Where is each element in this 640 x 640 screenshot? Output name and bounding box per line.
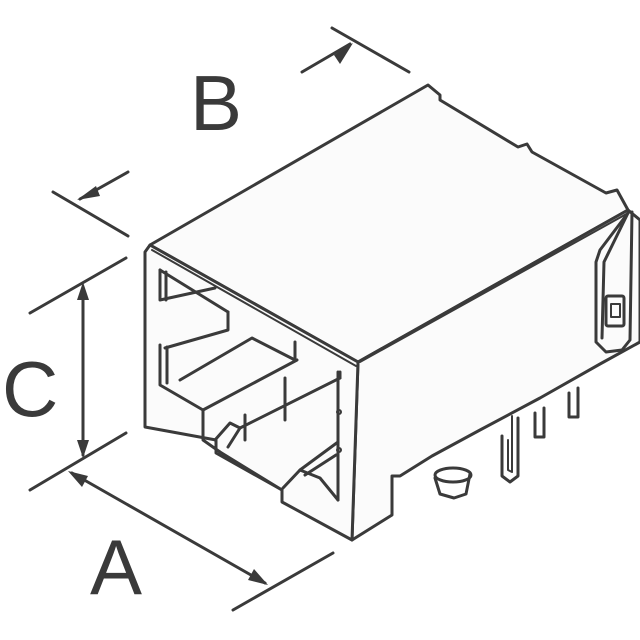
arrow-down-icon <box>77 440 89 458</box>
arrow-in-right-icon <box>334 43 353 64</box>
dimension-label-b: B <box>190 59 243 147</box>
front-opening <box>158 268 342 502</box>
arrow-up-icon <box>77 282 89 300</box>
side-latch <box>594 210 634 354</box>
connector-body <box>143 83 640 542</box>
arrow-right-icon <box>248 569 268 585</box>
dimension-c <box>28 256 128 492</box>
pcb-pins <box>500 386 580 484</box>
right-face <box>350 208 640 542</box>
dimension-b <box>51 26 411 238</box>
led-window-icon <box>604 294 626 328</box>
dimension-label-c: C <box>2 345 59 433</box>
dimension-label-a: A <box>90 523 143 611</box>
alignment-post <box>433 466 473 500</box>
arrow-left-icon <box>68 471 88 487</box>
arrow-in-left-icon <box>77 186 100 200</box>
dimension-a <box>68 471 335 612</box>
